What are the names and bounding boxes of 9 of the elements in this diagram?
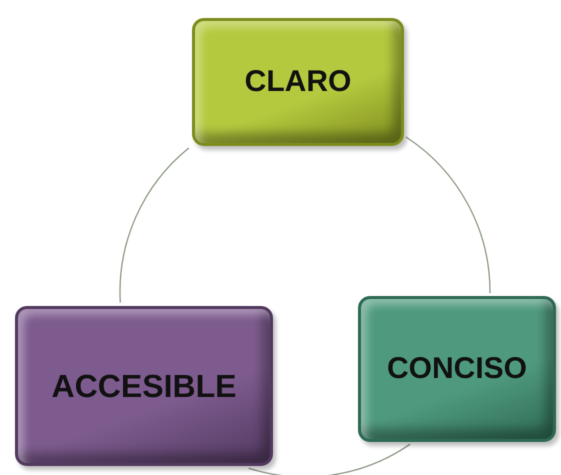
rounded-box [192, 18, 404, 146]
rounded-box [358, 296, 556, 442]
connector-arc [406, 136, 491, 294]
box-label: CONCISO [386, 352, 527, 386]
box-label: CLARO [244, 65, 352, 99]
box-label: ACCESIBLE [52, 368, 236, 404]
connector-arc [248, 444, 410, 475]
rounded-box [15, 306, 273, 466]
connector-arc [120, 148, 190, 303]
